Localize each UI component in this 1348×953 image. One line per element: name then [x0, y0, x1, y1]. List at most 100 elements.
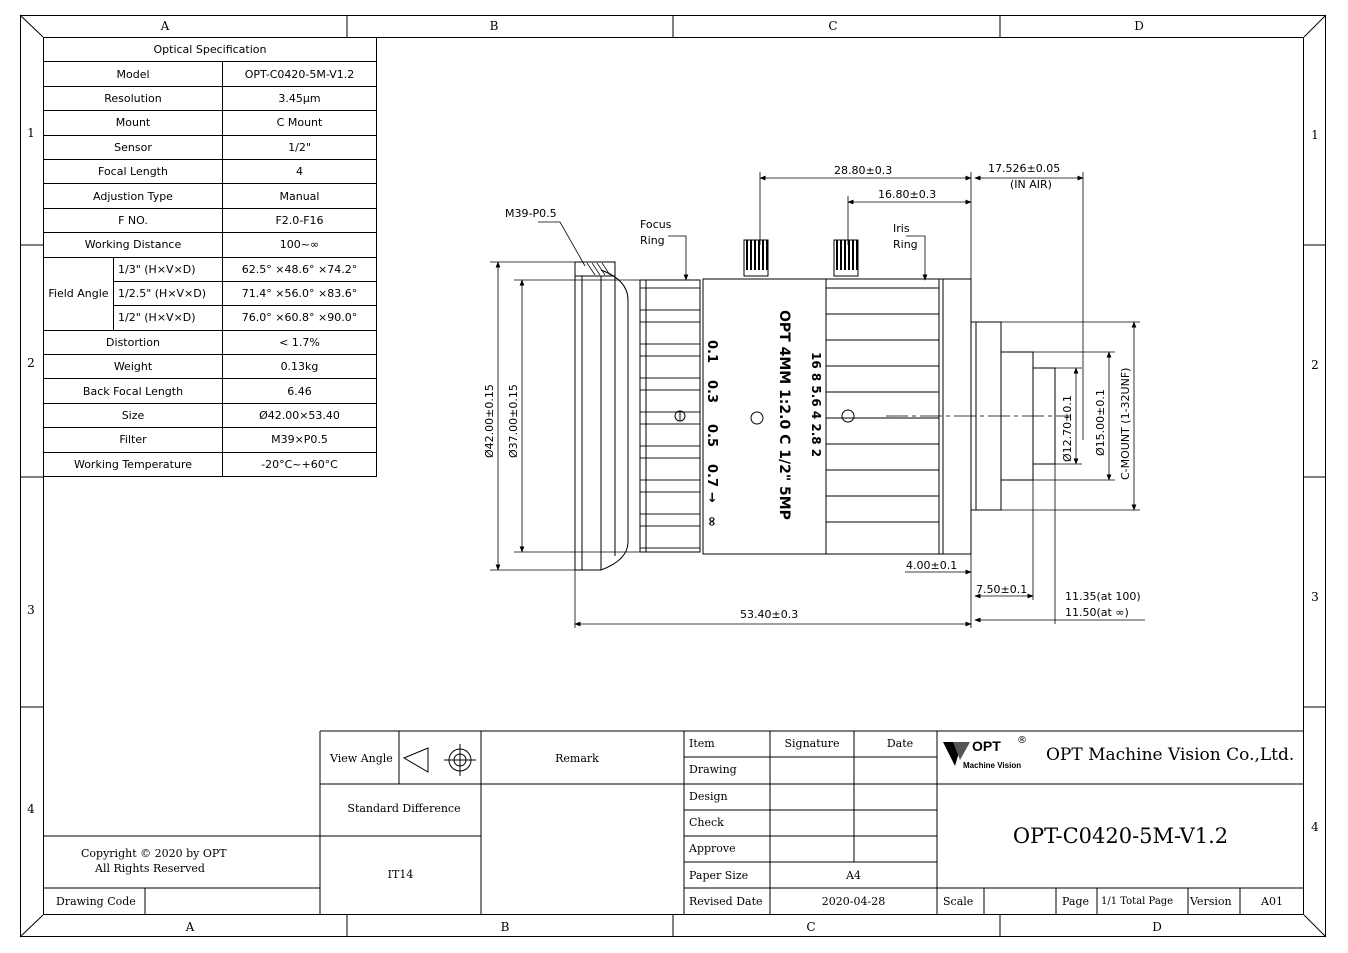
zone-bottom-d: D [1152, 920, 1162, 934]
date-header: Date [886, 737, 914, 750]
page-label: Page [1062, 895, 1090, 908]
signature-header: Signature [784, 737, 840, 750]
zone-right-3: 3 [1311, 590, 1319, 604]
zone-left-2: 2 [27, 356, 35, 370]
label-c-mount: C-MOUNT (1-32UNF) [1119, 368, 1132, 480]
knurl-line [750, 240, 752, 270]
version-value: A01 [1261, 895, 1283, 908]
knurl-line [836, 240, 838, 270]
ring-rib [639, 321, 701, 345]
dim-dia-37: Ø37.00±0.15 [507, 384, 520, 458]
spec-row: 1/2.5" (H×V×D)71.4° ×56.0° ×83.6° [44, 280, 377, 307]
focus-scale-mark: 0.5 [704, 424, 719, 447]
focus-ring [639, 279, 701, 553]
label-iris-ring-2: Ring [893, 238, 918, 251]
scale-label: Scale [943, 895, 974, 908]
focus-scale-mark: 0.7 [704, 464, 719, 487]
total-page: 1/1 Total Page [1101, 896, 1174, 907]
ring-rib [639, 423, 701, 447]
field-angle-label: Field Angle [43, 256, 114, 331]
dim-dia-15: Ø15.00±0.1 [1094, 389, 1107, 456]
spec-row: Working Temperature-20°C~+60°C [43, 451, 377, 478]
zone-right-4: 4 [1311, 820, 1319, 834]
f-scale: 16 8 5.6 4 2.8 2 [809, 352, 823, 457]
zone-left-1: 1 [27, 126, 35, 140]
copyright-line-1: Copyright © 2020 by OPT [81, 847, 227, 860]
copyright-line-2: All Rights Reserved [95, 862, 205, 875]
row-revised-date: Revised Date [689, 895, 763, 908]
dim-28-80: 28.80±0.3 [834, 164, 892, 177]
ring-rib [639, 389, 701, 413]
zone-bottom-a: A [185, 920, 195, 934]
logo-subtext: Machine Vision [963, 761, 1022, 770]
company-name: OPT Machine Vision Co.,Ltd. [1046, 745, 1295, 765]
zone-top-c: C [828, 19, 838, 33]
knurl-line [758, 240, 760, 270]
remark-label: Remark [555, 752, 599, 765]
knurl-line [840, 240, 842, 270]
dim-back-focal: 17.526±0.05 [988, 162, 1060, 175]
dim-11-35: 11.35(at 100) [1065, 590, 1141, 603]
focus-ring-ribs [639, 287, 701, 549]
knurl-line [852, 240, 854, 270]
spec-row: Field Angle 1/3" (H×V×D) 62.5° ×48.6° ×7… [43, 256, 377, 331]
dim-16-80: 16.80±0.3 [878, 188, 936, 201]
knurl-line [856, 240, 858, 270]
dim-7-50: 7.50±0.1 [976, 583, 1027, 596]
opt-logo-icon [943, 742, 970, 766]
ring-rib [639, 457, 701, 481]
ring-rib [639, 287, 701, 311]
knurl-line [754, 240, 756, 270]
row-check: Check [689, 816, 724, 829]
focus-scale-mark: → [704, 492, 719, 503]
label-focus-ring-2: Ring [640, 234, 665, 247]
knurl-line [848, 240, 850, 270]
knurl-line [762, 240, 764, 270]
zone-right-1: 1 [1311, 128, 1319, 142]
logo-registered: ® [1017, 735, 1027, 746]
view-angle-label: View Angle [330, 752, 393, 765]
dim-4-00: 4.00±0.1 [906, 559, 957, 572]
drawing-code-label: Drawing Code [56, 895, 136, 908]
item-header: Item [689, 737, 715, 750]
barrel-text: OPT 4MM 1:2.0 C 1/2" 5MP [776, 310, 792, 520]
version-label: Version [1190, 895, 1232, 908]
tolerance-grade: IT14 [387, 868, 414, 881]
spec-row: Distortion< 1.7% [43, 329, 377, 356]
zone-left-4: 4 [27, 802, 35, 816]
zone-top-b: B [489, 19, 499, 33]
projection-symbol [402, 744, 476, 776]
focus-scale-mark: ∞ [704, 516, 719, 527]
spec-row: 1/2" (H×V×D)76.0° ×60.8° ×90.0° [44, 305, 377, 331]
spec-row: F NO.F2.0-F16 [43, 207, 377, 234]
paper-size-value: A4 [846, 869, 861, 882]
zone-left-3: 3 [27, 603, 35, 617]
knurl-line [844, 240, 846, 270]
ring-rib [639, 491, 701, 515]
zone-bottom-c: C [806, 920, 816, 934]
zone-right-2: 2 [1311, 358, 1319, 372]
label-focus-ring-1: Focus [640, 218, 672, 231]
ring-rib [639, 355, 701, 379]
row-approve: Approve [689, 842, 736, 855]
dim-dia-42: Ø42.00±0.15 [483, 384, 496, 458]
standard-difference-label: Standard Difference [347, 802, 461, 815]
label-thread: M39-P0.5 [505, 207, 557, 220]
dim-dia-12-70: Ø12.70±0.1 [1061, 395, 1074, 462]
iris-ring-ribs [826, 287, 939, 523]
drawing-model: OPT-C0420-5M-V1.2 [1012, 824, 1229, 848]
knurl-line [746, 240, 748, 270]
